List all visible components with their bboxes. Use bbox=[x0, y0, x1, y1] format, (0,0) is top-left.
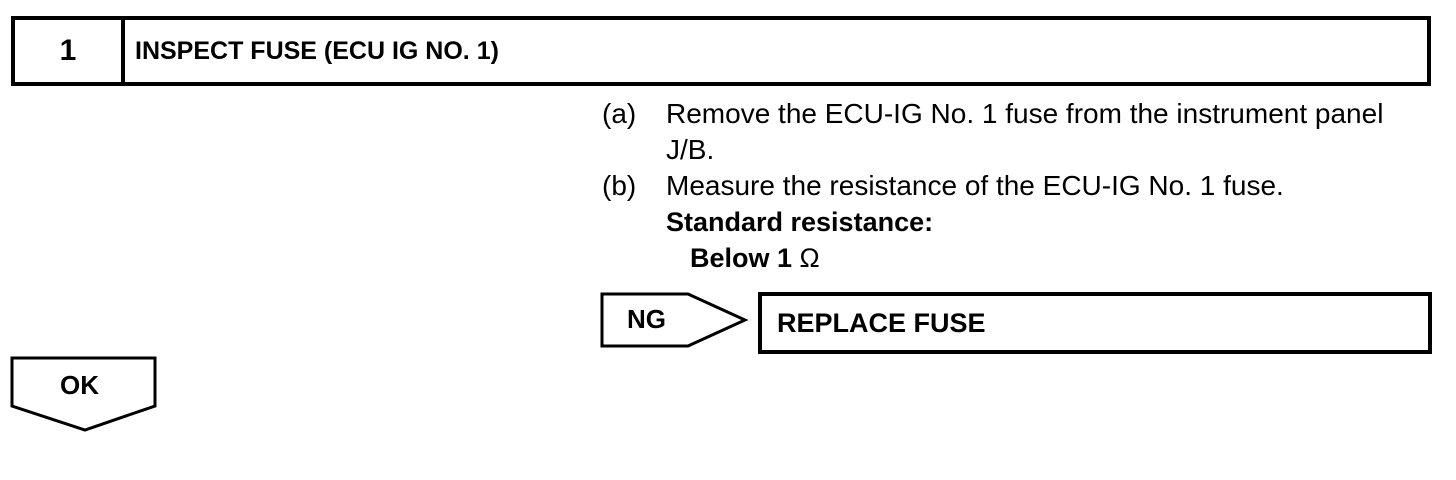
ng-arrow-icon bbox=[600, 292, 749, 348]
standard-label: Standard resistance: bbox=[666, 207, 934, 237]
instruction-label: (b) bbox=[602, 170, 637, 201]
instruction-label: (a) bbox=[602, 98, 637, 129]
ok-arrow-icon bbox=[10, 356, 157, 432]
instruction-item: (b) Measure the resistance of the ECU-IG… bbox=[602, 168, 1402, 204]
replace-fuse-action: REPLACE FUSE bbox=[758, 292, 1432, 354]
ng-label: NG bbox=[627, 304, 666, 334]
step-number: 1 bbox=[15, 20, 125, 82]
step-header: 1 INSPECT FUSE (ECU IG NO. 1) bbox=[11, 16, 1431, 86]
instructions: (a) Remove the ECU-IG No. 1 fuse from th… bbox=[602, 96, 1402, 276]
instruction-item: (a) Remove the ECU-IG No. 1 fuse from th… bbox=[602, 96, 1402, 168]
ok-label: OK bbox=[60, 370, 99, 400]
standard-value-number: Below 1 bbox=[690, 243, 793, 273]
instruction-text: Measure the resistance of the ECU-IG No.… bbox=[666, 170, 1284, 201]
standard-value-unit: Ω bbox=[799, 243, 820, 273]
step-title: INSPECT FUSE (ECU IG NO. 1) bbox=[135, 36, 499, 65]
instruction-text: Remove the ECU-IG No. 1 fuse from the in… bbox=[666, 98, 1384, 165]
standard-value: Below 1 Ω bbox=[690, 240, 1402, 276]
